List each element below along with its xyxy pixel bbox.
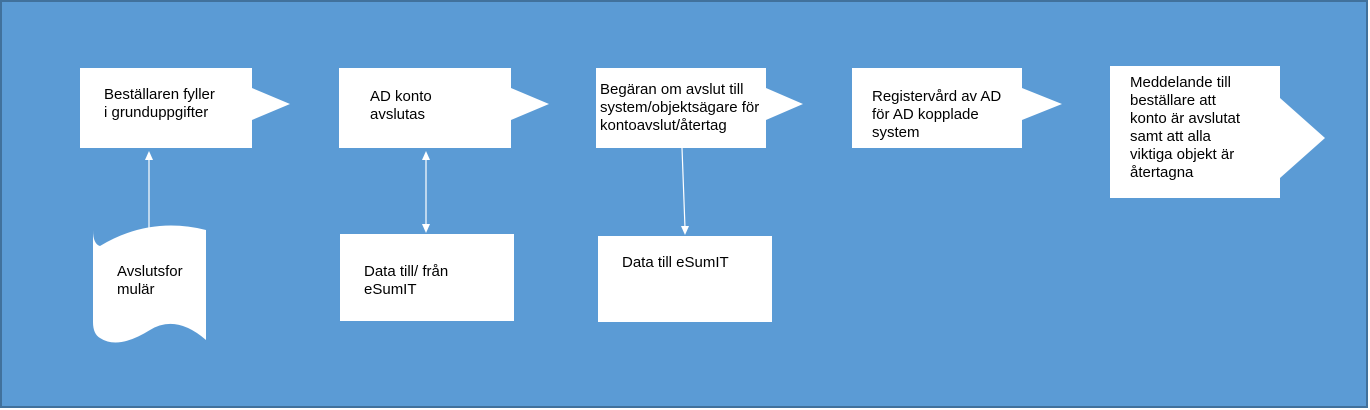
process-step-4-label: Registervård av AD för AD kopplade syste… bbox=[872, 88, 1002, 141]
document-shape bbox=[93, 225, 206, 343]
process-step-1-label: Beställaren fyller i grunduppgifter bbox=[104, 86, 215, 121]
process-step-2-label: AD konto avslutas bbox=[370, 88, 432, 123]
connector-document-to-step-1 bbox=[145, 151, 153, 235]
data-box-1-shape bbox=[340, 234, 514, 321]
process-step-5-label: Meddelande till beställare att konto är … bbox=[1130, 74, 1241, 181]
process-step-1-shape bbox=[80, 68, 290, 148]
connector-step-2-data-box-1 bbox=[422, 151, 430, 233]
data-box-2-label: Data till eSumIT bbox=[622, 254, 729, 271]
process-step-4-shape bbox=[852, 68, 1062, 148]
document-label: Avslutsfor mulär bbox=[117, 263, 183, 298]
data-box-2-shape bbox=[598, 236, 772, 322]
process-step-3-shape bbox=[596, 68, 803, 148]
connector-step-3-to-data-box-2 bbox=[681, 147, 689, 235]
process-step-3-label: Begäran om avslut till system/objektsäga… bbox=[600, 81, 760, 134]
process-step-5-shape bbox=[1110, 66, 1325, 198]
data-box-1-label: Data till/ från eSumIT bbox=[364, 263, 449, 298]
process-step-2-shape bbox=[339, 68, 549, 148]
